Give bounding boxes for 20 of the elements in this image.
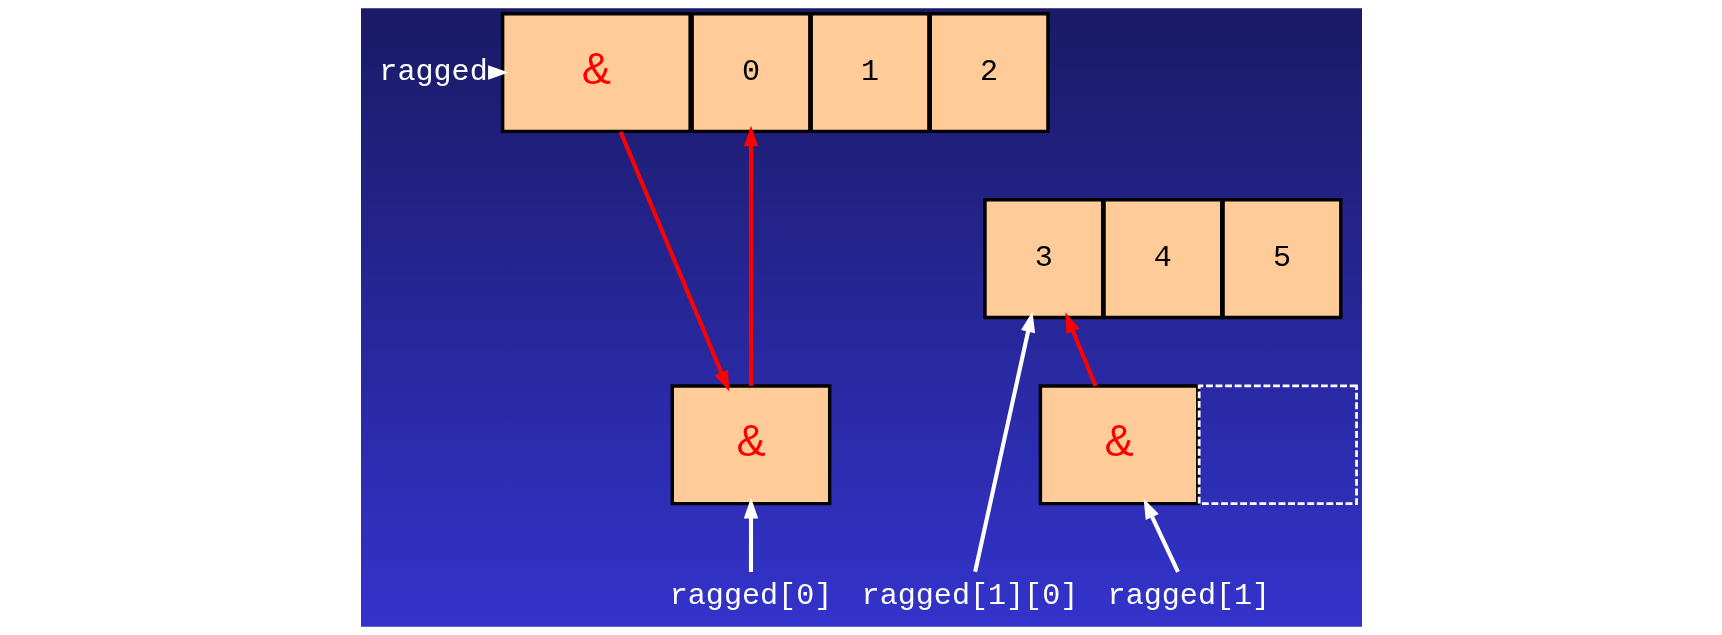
arrow: [1064, 312, 1097, 387]
node-box: [1197, 384, 1358, 505]
node-box: 0: [689, 12, 812, 134]
arrow: [743, 497, 758, 572]
node-box: 2: [928, 12, 1050, 134]
arrow: [618, 131, 729, 392]
arrow: [743, 125, 758, 386]
node-box: &: [1038, 384, 1199, 506]
arrow: [487, 65, 509, 80]
node-box: 3: [982, 198, 1104, 320]
node-box: 4: [1101, 198, 1223, 320]
node-text: ragged[1]: [1107, 579, 1270, 614]
arrow: [972, 311, 1035, 573]
node-text: ragged[1][0]: [861, 579, 1078, 614]
node-text: ragged: [378, 55, 488, 90]
node-box: 1: [809, 12, 931, 134]
node-box: 5: [1220, 198, 1342, 320]
node-text: ragged[0]: [669, 579, 832, 614]
node-box: &: [670, 384, 831, 506]
arrow: [1143, 498, 1180, 573]
